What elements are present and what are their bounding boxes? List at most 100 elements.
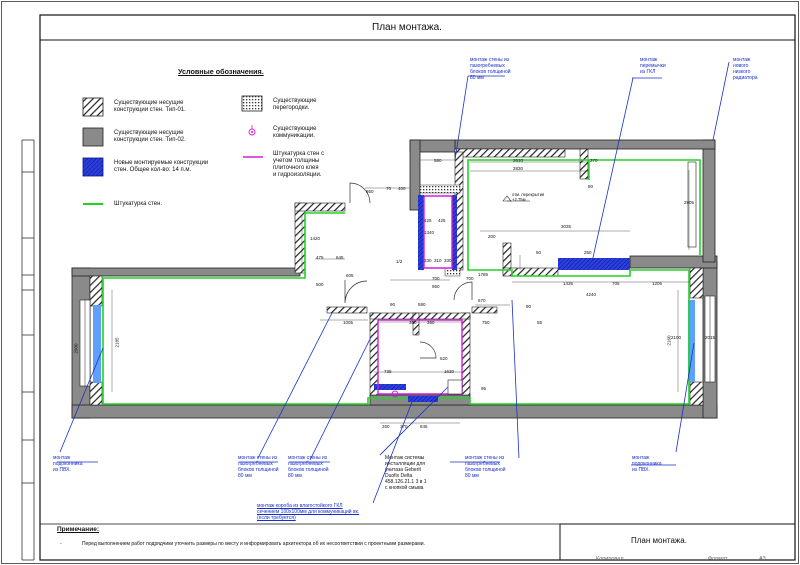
legend-label-plaster: Штукатурка стен.	[114, 201, 163, 207]
dimension-label: 1340	[424, 230, 435, 235]
dimension-label: 310	[434, 258, 442, 263]
dimension-label: 2900	[73, 343, 79, 354]
legend-label-communications: Существующие коммуникации.	[273, 126, 317, 139]
stamp-copied: Копировал	[596, 556, 624, 562]
dimension-label: 350	[409, 320, 417, 325]
leader-lines	[57, 61, 730, 504]
dimension-label: 590	[418, 302, 426, 307]
dimension-label: 750	[482, 320, 490, 325]
callout-gkl-box: монтаж короба из влагостойкого ГКЛ сечен…	[257, 503, 360, 521]
wall-bath-left	[369, 312, 379, 396]
dimension-label: 370	[590, 158, 598, 163]
dimension-label: 260	[382, 424, 390, 429]
callout-radiator: монтаж нового низкого радиатора	[733, 57, 758, 81]
callout-wall-top: монтаж стены из пазогребневых блоков тол…	[470, 57, 511, 81]
door-bath	[419, 341, 437, 359]
legend-swatch-partitions	[241, 95, 263, 112]
dimension-label: 95	[481, 386, 487, 391]
wall-left-hatched-2	[89, 381, 103, 406]
dimension-label: 580	[434, 158, 442, 163]
notes-item: Перед выполнением работ подрядчики уточн…	[82, 541, 425, 547]
dimension-label: 2610	[513, 158, 524, 163]
new-wall-right-sill	[688, 300, 695, 382]
wall-bath-right	[461, 312, 471, 396]
toilet-installation	[447, 379, 463, 395]
dimension-label: 845	[420, 424, 428, 429]
dimension-label: 250	[584, 250, 592, 255]
margin-ticks	[21, 139, 35, 561]
legend-label-partitions: Существующие перегородки.	[273, 98, 317, 111]
dimension-label: 425	[438, 218, 446, 223]
dimension-label: 80	[588, 184, 594, 189]
dimension-label: 55	[537, 320, 543, 325]
wall-corridor-top	[294, 202, 346, 212]
dimension-label: 425	[424, 218, 432, 223]
dimension-label: 200	[488, 234, 496, 239]
stamp-format-label: Формат	[708, 556, 728, 562]
new-wall-hall	[418, 195, 424, 270]
dimension-label: 2830	[513, 166, 524, 171]
tile-plaster-hall	[423, 195, 453, 269]
dimension-label: 2905	[684, 200, 695, 205]
dimension-label: 860	[366, 189, 374, 194]
legend-swatch-type02	[82, 127, 104, 147]
dimension-label: 90	[526, 304, 532, 309]
wall-corridor-vert	[294, 202, 306, 274]
level-marker	[502, 195, 530, 202]
dimension-label: 330	[444, 258, 452, 263]
legend-label-type02: Существующие несущие конструкции стен. Т…	[114, 130, 186, 143]
wall-kitchen-top	[454, 139, 716, 150]
plaster-outline	[103, 159, 701, 405]
dimension-label: 1420	[310, 236, 321, 241]
wall-hall-left	[409, 139, 421, 211]
new-wall-bath	[374, 384, 406, 390]
new-wall-hall-2	[452, 195, 457, 270]
dimension-label: 670	[478, 298, 486, 303]
legend-swatch-new	[82, 157, 104, 177]
dimension-label: 520	[440, 356, 448, 361]
wall-kitchen-top-hatched	[454, 148, 566, 158]
door-entry	[349, 182, 371, 204]
dimension-label: 400	[398, 186, 406, 191]
dimension-label: 705	[612, 281, 620, 286]
dimension-label: 1435	[563, 281, 574, 286]
dimension-label: 70	[386, 186, 392, 191]
dimension-label: 50	[536, 250, 542, 255]
dimension-label: 735	[384, 369, 392, 374]
wall-room-right-2	[689, 381, 704, 406]
callout-geberit: Монтаж системы инсталляции для унитаза G…	[385, 455, 427, 491]
wall-kitchen-right	[702, 139, 716, 263]
callout-lintel: монтаж перемычки из ГКЛ	[640, 57, 666, 75]
dimension-label: 1785	[478, 272, 489, 277]
legend-label-type01: Существующие несущие конструкции стен. Т…	[114, 100, 186, 113]
stamp-format-value: А3	[759, 556, 766, 562]
callout-wall-bottom-2: монтаж стены из пазогребневых блоков тол…	[288, 455, 329, 479]
dimension-label: 950	[432, 284, 440, 289]
dimension-label: 1/2	[396, 259, 403, 264]
notes-bullet: -	[60, 541, 62, 547]
communication-point	[391, 390, 399, 398]
level-mark-label: отм. перекрытия	[512, 192, 545, 197]
wall-top-left	[71, 267, 301, 277]
legend-swatch-type01	[82, 97, 104, 117]
dimension-label: 350	[427, 320, 435, 325]
door-room	[344, 280, 368, 304]
dimension-label: 1205	[652, 281, 663, 286]
gkl-box	[408, 396, 438, 402]
callout-wall-bottom-3: монтаж стены из пазогребневых блоков тол…	[465, 455, 506, 479]
partition-1	[419, 184, 461, 194]
dimension-label: 605	[346, 273, 354, 278]
legend-label-new: Новые монтируемые конструкции стен. Обще…	[114, 160, 209, 173]
legend-swatch-communications	[248, 125, 256, 136]
wall-corr-right-stub	[471, 306, 498, 314]
new-wall-kitchen	[558, 258, 630, 270]
legend-heading: Условные обозначения.	[178, 67, 264, 76]
dimension-label: 645	[336, 255, 344, 260]
stamp-title: План монтажа.	[631, 536, 687, 545]
dimension-label: 4240	[586, 292, 597, 297]
level-mark-value: +2.75м	[512, 197, 526, 202]
dimension-lines	[111, 159, 690, 424]
dimension-label: 2160	[666, 335, 672, 346]
window-left	[79, 299, 91, 387]
dimension-label: 700	[466, 276, 474, 281]
